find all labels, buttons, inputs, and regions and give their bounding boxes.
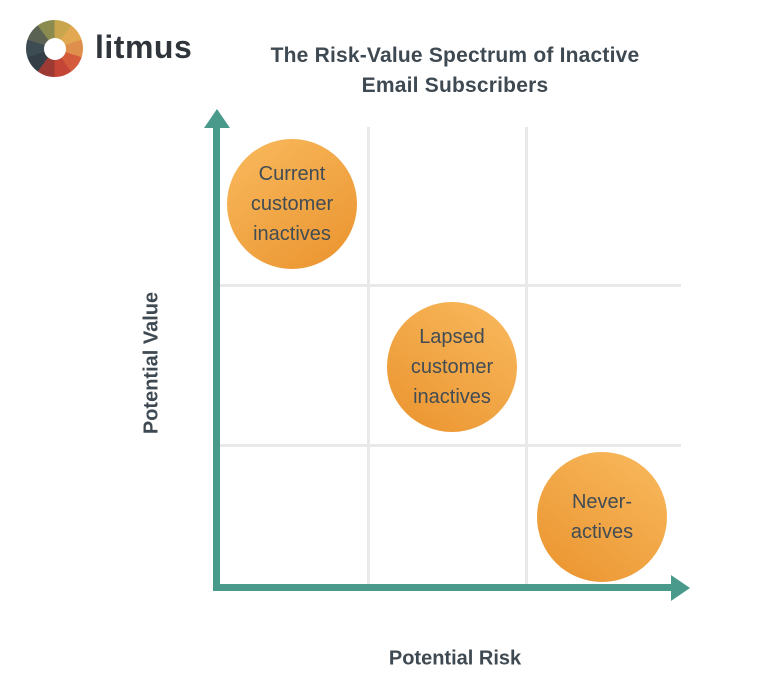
- brand-wordmark: litmus: [95, 28, 193, 65]
- gridline-horizontal-2: [220, 444, 681, 447]
- bubble-lapsed-customer-inactives: Lapsed customer inactives: [387, 302, 517, 432]
- bubble-never-actives: Never- actives: [537, 452, 667, 582]
- gridline-horizontal-1: [220, 284, 681, 287]
- page-title-line2: Email Subscribers: [361, 74, 549, 98]
- litmus-color-wheel-icon: [26, 20, 83, 77]
- x-axis-line: [213, 584, 673, 591]
- x-axis-label: Potential Risk: [388, 647, 522, 670]
- gridline-vertical-1: [367, 127, 370, 584]
- litmus-logo: litmus: [26, 20, 192, 77]
- x-axis-arrowhead-icon: [671, 575, 690, 601]
- page-title: The Risk-Value Spectrum of Inactive Emai…: [230, 41, 680, 102]
- page-title-line1: The Risk-Value Spectrum of Inactive: [270, 44, 640, 67]
- gridline-vertical-2: [525, 127, 528, 584]
- y-axis-line: [213, 126, 220, 591]
- y-axis-arrowhead-icon: [204, 109, 230, 128]
- bubble-current-customer-inactives: Current customer inactives: [227, 139, 357, 269]
- y-axis-label: Potential Value: [140, 291, 163, 435]
